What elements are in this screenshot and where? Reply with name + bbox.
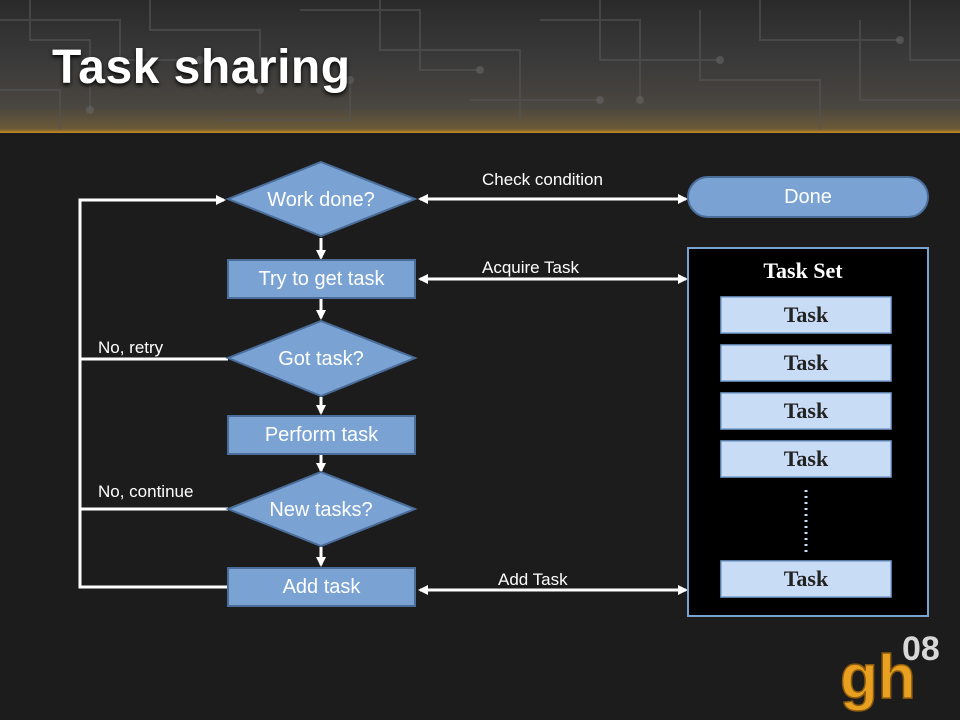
add-task-edge-label: Add Task: [498, 570, 568, 589]
loop-line: [78, 195, 228, 589]
check-condition-label: Check condition: [482, 170, 603, 189]
acquire-task-label: Acquire Task: [482, 258, 580, 277]
add-task-box: [227, 567, 416, 607]
task-item: [720, 440, 892, 478]
try-get-task-label: Try to get task: [258, 267, 385, 290]
task-item-label: Task: [783, 566, 829, 591]
got-task-label: Got task?: [278, 348, 364, 370]
no-continue-label: No, continue: [98, 482, 194, 501]
task-item: [720, 296, 892, 334]
done-box: [687, 176, 929, 218]
logo-year: 08: [902, 630, 940, 668]
task-item-label: Task: [783, 446, 829, 471]
no-retry-label: No, retry: [98, 338, 164, 357]
header-banner: Task sharing: [0, 0, 960, 133]
circuit-pattern: [0, 0, 960, 130]
task-item: [720, 344, 892, 382]
perform-task-label: Perform task: [264, 423, 379, 446]
try-get-task-box: [227, 259, 416, 299]
done-label: Done: [784, 185, 832, 208]
got-task-diamond: [225, 319, 418, 398]
logo-letters: gh: [840, 643, 916, 712]
task-set-title: Task Set: [763, 258, 843, 283]
work-done-diamond: [225, 160, 418, 238]
new-tasks-label: New tasks?: [269, 499, 373, 521]
task-item-label: Task: [783, 302, 829, 327]
task-item-label: Task: [783, 398, 829, 423]
work-done-label: Work done?: [267, 189, 375, 211]
new-tasks-diamond: [225, 470, 418, 548]
gh08-logo: gh 08: [840, 630, 940, 713]
task-item-label: Task: [783, 350, 829, 375]
perform-task-box: [227, 415, 416, 455]
task-item: [720, 560, 892, 598]
page-title: Task sharing: [52, 41, 351, 94]
task-item: [720, 392, 892, 430]
add-task-label: Add task: [282, 575, 361, 598]
